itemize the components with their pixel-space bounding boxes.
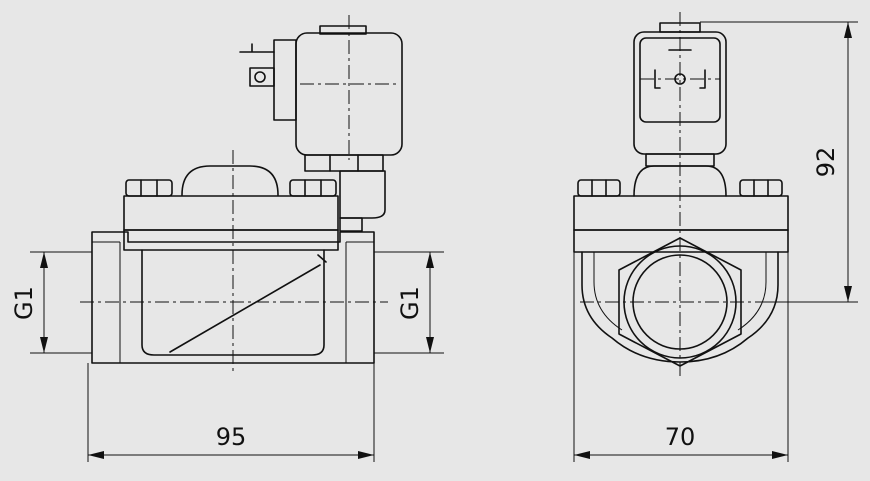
side-pilot-housing: [339, 170, 386, 219]
side-dimensions: G1 G1 95: [10, 251, 444, 462]
dim-95-arrow-left: [88, 451, 104, 459]
dim-g1-right-label: G1: [396, 286, 424, 320]
front-bolt-right: [739, 179, 783, 197]
side-armature-nut: [304, 154, 384, 172]
front-bolt-left-facets: [591, 179, 607, 197]
dim-g1-left-arrow-top: [40, 252, 48, 268]
side-bolt-left-facets: [140, 179, 158, 197]
dim-95-arrow-right: [358, 451, 374, 459]
front-flange: [573, 229, 789, 253]
side-bolt-right: [289, 179, 337, 197]
dim-92-lines: [700, 21, 858, 303]
side-bonnet-dome: [181, 165, 279, 196]
dim-70-arrow-left: [574, 451, 590, 459]
side-nut-facets: [329, 154, 359, 172]
dim-92-label: 92: [812, 147, 840, 178]
side-diaphragm-line: [169, 254, 327, 353]
dim-g1-left-label: G1: [10, 286, 38, 320]
dim-g1-right-lines: [374, 251, 444, 354]
side-view: [80, 15, 403, 375]
front-dimensions: 92 70: [573, 21, 858, 462]
side-bolt-left: [125, 179, 173, 197]
dim-g1-left-lines: [30, 251, 92, 354]
side-terminal-pin: [239, 43, 275, 87]
dim-92-arrow-bottom: [844, 286, 852, 302]
side-terminal-screw: [254, 71, 266, 83]
dim-70-label: 70: [665, 423, 696, 451]
front-bolt-left: [577, 179, 621, 197]
dim-g1-left-arrow-bottom: [40, 337, 48, 353]
side-valve-body: [91, 231, 375, 364]
side-terminal-block: [273, 39, 297, 121]
side-body-threads: [92, 241, 374, 363]
dim-70-lines: [573, 252, 789, 462]
front-body-contour: [593, 252, 767, 331]
front-cover-plate: [573, 195, 789, 231]
dim-g1-right-arrow-bottom: [426, 337, 434, 353]
front-view: [573, 12, 789, 378]
side-bolt-right-facets: [304, 179, 322, 197]
side-flange: [123, 229, 339, 251]
side-coil-stud: [319, 25, 367, 35]
dim-92-arrow-top: [844, 22, 852, 38]
dim-g1-right-arrow-top: [426, 252, 434, 268]
side-pilot-stem: [339, 217, 363, 232]
dim-70-arrow-right: [772, 451, 788, 459]
dim-95-lines: [87, 363, 375, 462]
dim-95-label: 95: [216, 423, 247, 451]
front-bolt-right-facets: [753, 179, 769, 197]
side-cover-plate: [123, 195, 339, 231]
